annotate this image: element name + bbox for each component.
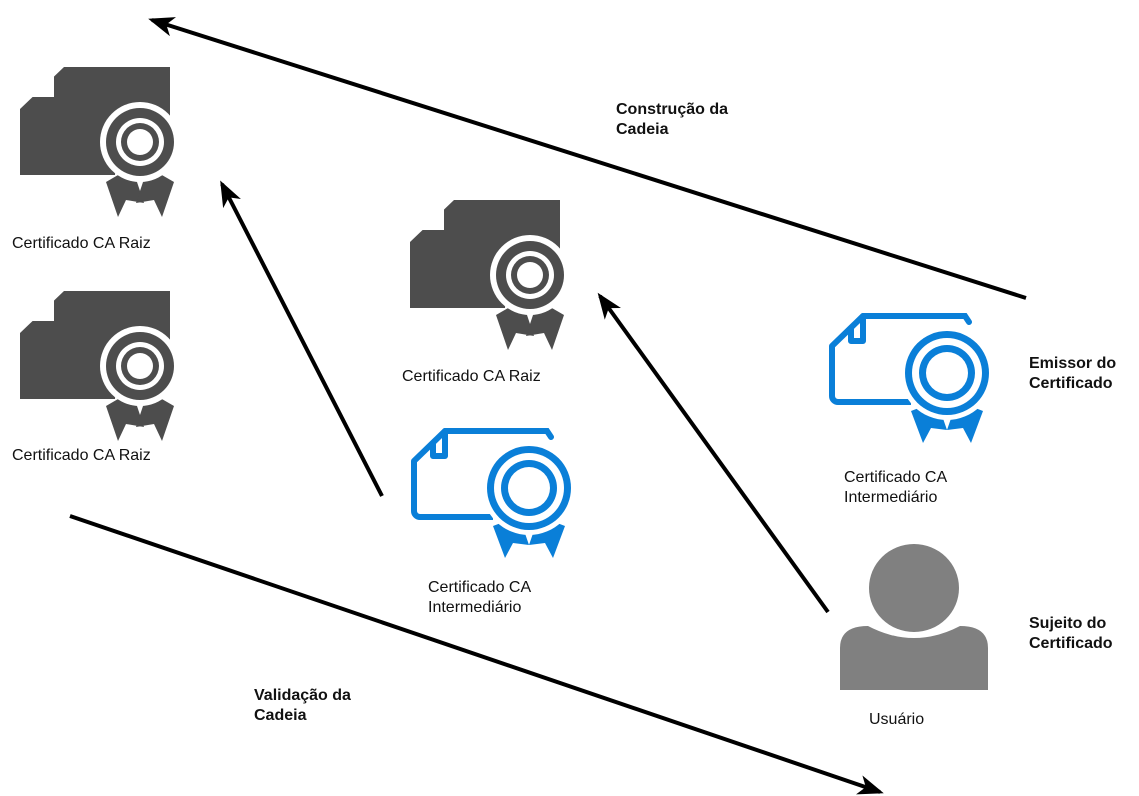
root-certificate-label: Certificado CA Raiz [12, 235, 151, 252]
root-certificate-label: Certificado CA Raiz [12, 447, 151, 464]
issuer-label: Emissor do Certificado [1029, 355, 1117, 392]
root-certificate-icon [410, 200, 570, 350]
chain-building-arrow [148, 17, 1027, 300]
intermediate-certificate-icon [414, 431, 576, 558]
intermediate-certificate-label: Certificado CA Intermediário [844, 469, 948, 506]
chain-validation-arrow [69, 514, 884, 795]
chain-validation-label: Validação da Cadeia [254, 687, 351, 724]
user-icon [840, 544, 988, 690]
intermediate-certificate-label: Certificado CA Intermediário [428, 579, 532, 616]
user-to-root-arrow [597, 292, 830, 614]
root-certificate-icon [20, 291, 180, 441]
root-certificate-label: Certificado CA Raiz [402, 368, 541, 385]
chain-building-label: Construção da Cadeia [616, 101, 729, 138]
intermediate-to-root-arrow [220, 180, 384, 497]
intermediate-certificate-icon [832, 316, 994, 443]
user-label: Usuário [869, 711, 925, 728]
root-certificate-icon [20, 67, 180, 217]
subject-label: Sujeito do Certificado [1029, 615, 1113, 652]
